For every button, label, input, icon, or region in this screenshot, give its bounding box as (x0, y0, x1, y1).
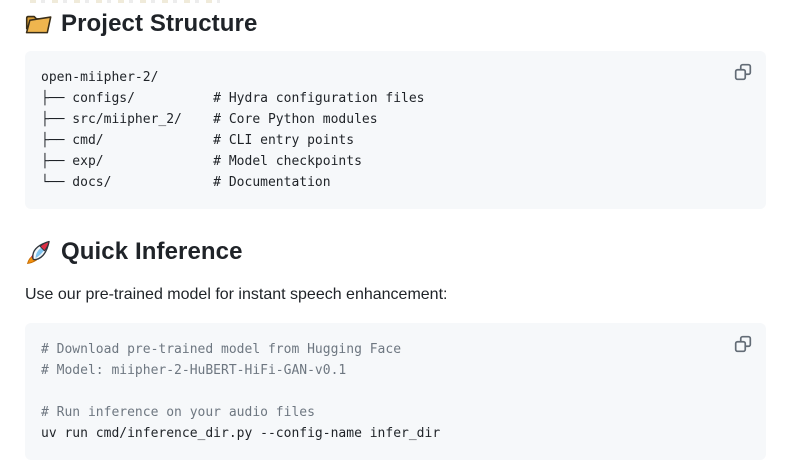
code-line-comment: # Run inference on your audio files (41, 405, 315, 420)
code-block-quick-inference: # Download pre-trained model from Huggin… (25, 323, 766, 460)
copy-button-project-structure[interactable] (731, 60, 755, 84)
heading-quick-inference: Quick Inference (25, 235, 766, 269)
code-line: ├── src/miipher_2/ # Core Python modules (41, 112, 378, 127)
readme-content: Project Structure open-miipher-2/ ├── con… (0, 7, 800, 460)
heading-project-structure: Project Structure (25, 7, 766, 41)
heading-text-quick-inference: Quick Inference (61, 238, 243, 265)
code-line: open-miipher-2/ (41, 70, 159, 85)
copy-icon (734, 335, 752, 353)
code-block-project-structure: open-miipher-2/ ├── configs/ # Hydra conf… (25, 51, 766, 209)
code-line: └── docs/ # Documentation (41, 175, 331, 190)
code-line-comment: # Model: miipher-2-HuBERT-HiFi-GAN-v0.1 (41, 363, 347, 378)
open-folder-icon (25, 15, 52, 34)
code-line: ├── exp/ # Model checkpoints (41, 154, 362, 169)
code-line-comment: # Download pre-trained model from Huggin… (41, 342, 402, 357)
rocket-icon (26, 240, 50, 264)
copy-icon (734, 63, 752, 81)
code-content-inference-commands: # Download pre-trained model from Huggin… (25, 323, 766, 460)
cropped-content-artifact (30, 0, 220, 3)
copy-button-quick-inference[interactable] (731, 332, 755, 356)
code-line-blank (41, 381, 750, 402)
quick-inference-intro: Use our pre-trained model for instant sp… (25, 286, 448, 303)
heading-text-project-structure: Project Structure (61, 10, 258, 37)
code-content-project-tree: open-miipher-2/ ├── configs/ # Hydra conf… (25, 51, 766, 209)
code-line-command: uv run cmd/inference_dir.py --config-nam… (41, 426, 441, 441)
code-line: ├── cmd/ # CLI entry points (41, 133, 355, 148)
code-line: ├── configs/ # Hydra configuration files (41, 91, 425, 106)
